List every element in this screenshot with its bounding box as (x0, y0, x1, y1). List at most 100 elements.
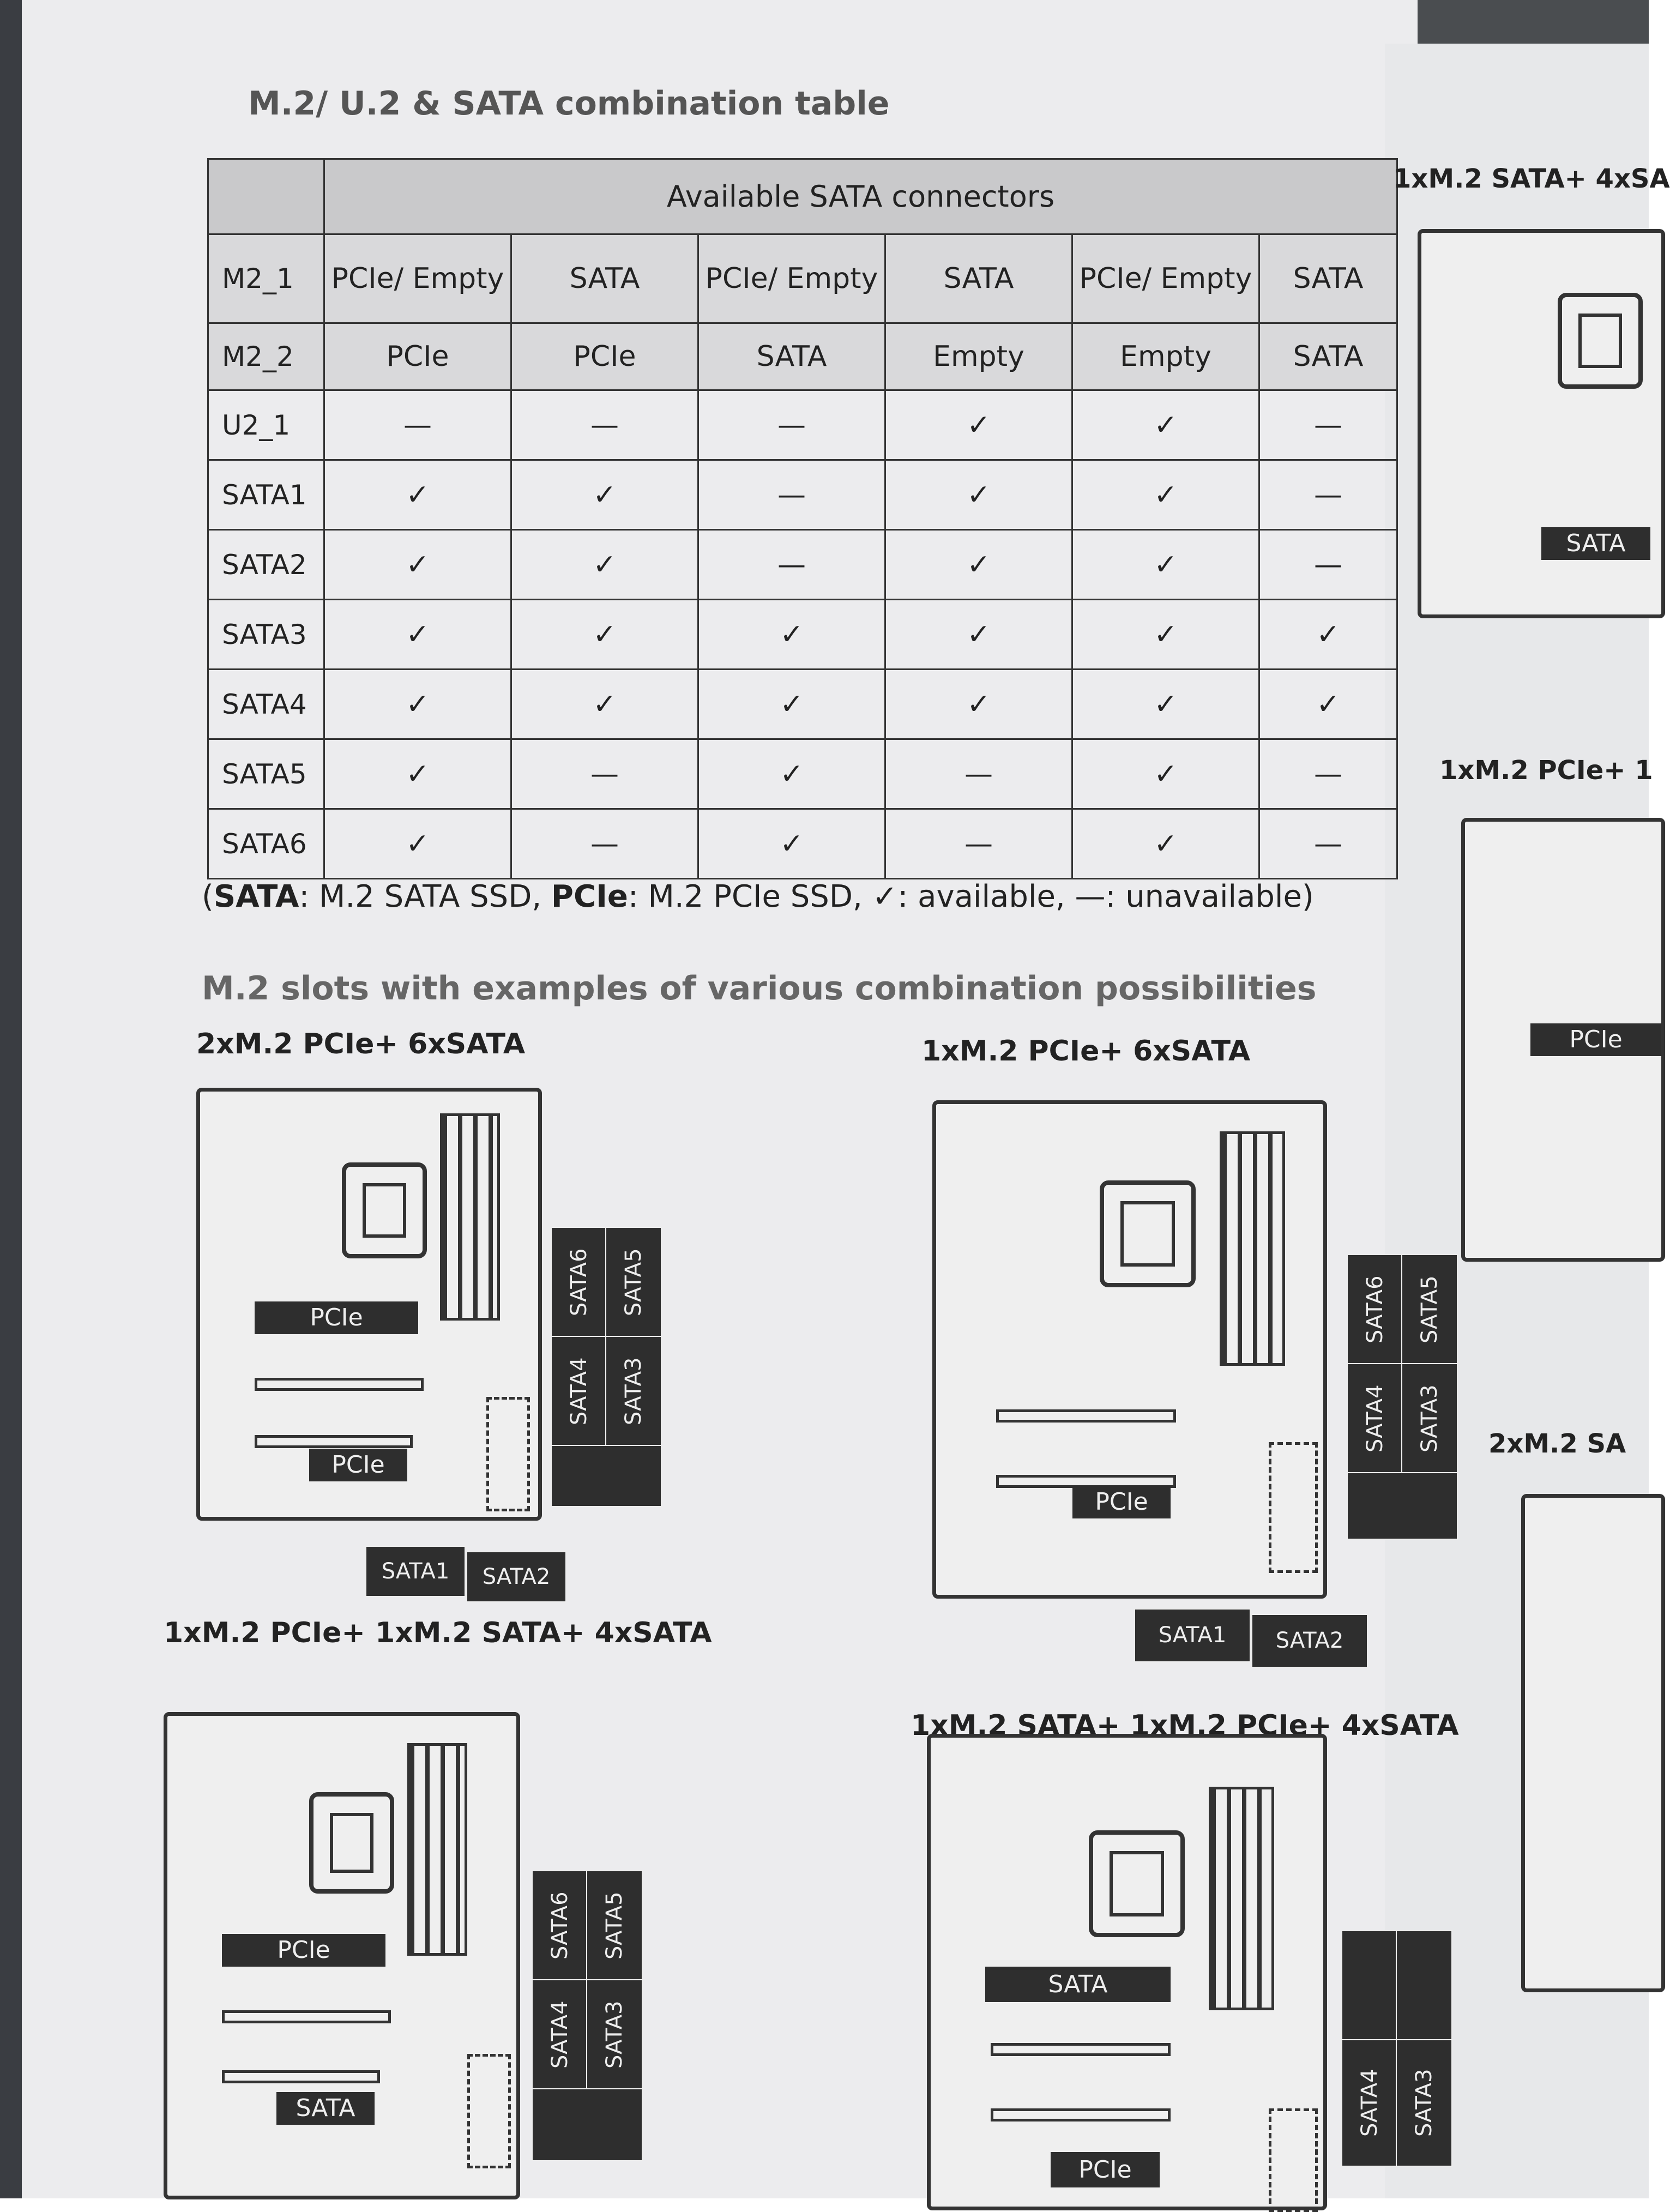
motherboard-diagram: PCIe PCIe (196, 1088, 542, 1521)
sata6-label: SATA6 (1347, 1254, 1403, 1365)
table-cell: SATA (884, 233, 1073, 324)
background-top (1385, 0, 1649, 49)
table-cell: PCIe (323, 322, 512, 391)
sata-area-block (551, 1445, 662, 1507)
row-label: SATA2 (207, 529, 325, 600)
table-row: SATA2✓✓—✓✓— (207, 529, 1398, 600)
sata1-label: SATA1 (365, 1546, 466, 1597)
row-label: SATA5 (207, 738, 325, 810)
table-cell: ✓ (323, 529, 512, 600)
sata-area (1269, 2108, 1318, 2212)
row-label: SATA1 (207, 459, 325, 531)
table-cell: ✓ (1071, 738, 1260, 810)
table-row: SATA3✓✓✓✓✓✓ (207, 599, 1398, 670)
table-cell: SATA (1258, 322, 1398, 391)
sata4-label: SATA4 (1347, 1363, 1403, 1474)
table-cell: — (884, 738, 1073, 810)
m2-slot-bottom: PCIe (1072, 1486, 1171, 1518)
dimm-slots (1209, 1787, 1274, 2010)
table-cell: ✓ (1258, 599, 1398, 670)
sata2-label: SATA2 (1251, 1614, 1368, 1668)
table-cell: ✓ (323, 808, 512, 879)
table-cell: ✓ (1071, 529, 1260, 600)
table-note: (SATA: M.2 SATA SSD, PCIe: M.2 PCIe SSD,… (202, 879, 1314, 914)
sata5-label: SATA5 (586, 1870, 643, 1981)
table-cell: — (1258, 808, 1398, 879)
table-cell: ✓ (1071, 459, 1260, 531)
table-cell: — (1258, 459, 1398, 531)
table-cell: ✓ (1071, 599, 1260, 670)
table-cell: Empty (884, 322, 1073, 391)
cpu-socket (1089, 1830, 1185, 1937)
sata1-label: SATA1 (1134, 1608, 1251, 1662)
example-title: 2xM.2 PCIe+ 6xSATA (196, 1028, 526, 1060)
m2-slot-top: PCIe (255, 1301, 418, 1334)
sata-area (1269, 1442, 1318, 1573)
table-cell: — (510, 738, 699, 810)
table-row: SATA5✓—✓—✓— (207, 738, 1398, 810)
m2-slot-bottom: SATA (276, 2092, 375, 2125)
table-cell: SATA (510, 233, 699, 324)
table-cell: ✓ (884, 459, 1073, 531)
row-label: SATA4 (207, 668, 325, 740)
table-cell: ✓ (323, 459, 512, 531)
table-cell: ✓ (1258, 668, 1398, 740)
dimm-slots (440, 1113, 500, 1321)
table-cell: ✓ (510, 529, 699, 600)
pcie-slot (996, 1409, 1176, 1423)
table-cell: ✓ (697, 738, 886, 810)
section-title: M.2/ U.2 & SATA combination table (248, 85, 890, 123)
row-label: SATA6 (207, 808, 325, 879)
table-cell: ✓ (323, 668, 512, 740)
table-cell: ✓ (510, 459, 699, 531)
row-label: SATA3 (207, 599, 325, 670)
examples-title: M.2 slots with examples of various combi… (202, 969, 1317, 1008)
table-row: SATA4✓✓✓✓✓✓ (207, 668, 1398, 740)
sata5-label: SATA5 (605, 1227, 662, 1338)
table-cell: — (884, 808, 1073, 879)
motherboard-diagram: SATA PCIe (927, 1734, 1327, 2212)
sata3-label: SATA3 (586, 1979, 643, 2090)
m2-slot-top: SATA (985, 1967, 1171, 2002)
table-cell: ✓ (1071, 389, 1260, 461)
table-cell: ✓ (697, 599, 886, 670)
sata4-label: SATA4 (551, 1336, 607, 1447)
sata-area (467, 2054, 511, 2168)
sata4-label: SATA4 (532, 1979, 588, 2090)
m2-slot: SATA (1541, 527, 1650, 560)
cpu-socket (1558, 293, 1643, 389)
table-cell: ✓ (510, 599, 699, 670)
table-corner (207, 158, 325, 235)
sata2-label: SATA2 (466, 1551, 566, 1602)
cpu-socket (1100, 1180, 1196, 1287)
table-cell: PCIe/ Empty (323, 233, 512, 324)
table-row: U2_1———✓✓— (207, 389, 1398, 461)
dimm-slots (1220, 1131, 1285, 1366)
table-cell: ✓ (1071, 808, 1260, 879)
m2-slot-top: PCIe (222, 1934, 385, 1967)
right-page-title: 1xM.2 SATA+ 4xSA (1393, 164, 1670, 194)
table-cell: ✓ (697, 668, 886, 740)
table-cell: PCIe (510, 322, 699, 391)
sata5-label: SATA5 (1401, 1254, 1458, 1365)
pcie-slot (991, 2043, 1171, 2056)
m2-slot-bottom: PCIe (309, 1449, 407, 1481)
table-header: Available SATA connectors (323, 158, 1398, 235)
table-cell: — (323, 389, 512, 461)
sata-area-block (1341, 1930, 1398, 2041)
table-cell: SATA (1258, 233, 1398, 324)
m2-slot-bottom: PCIe (1051, 2152, 1160, 2187)
sata6-label: SATA6 (551, 1227, 607, 1338)
table-cell: ✓ (510, 668, 699, 740)
pcie-slot (222, 2070, 380, 2083)
pcie-slot (222, 2010, 391, 2023)
motherboard-diagram: PCIe (1461, 818, 1665, 1262)
sata-area-block (1347, 1472, 1458, 1540)
example-title: 1xM.2 PCIe+ 6xSATA (921, 1035, 1251, 1068)
m2-slot: PCIe (1530, 1023, 1661, 1056)
sata3-label: SATA3 (1396, 2039, 1452, 2167)
right-page-title: 2xM.2 SA (1488, 1429, 1626, 1459)
right-page-title: 1xM.2 PCIe+ 1 (1439, 755, 1653, 786)
sata4-label: SATA4 (1341, 2039, 1398, 2167)
